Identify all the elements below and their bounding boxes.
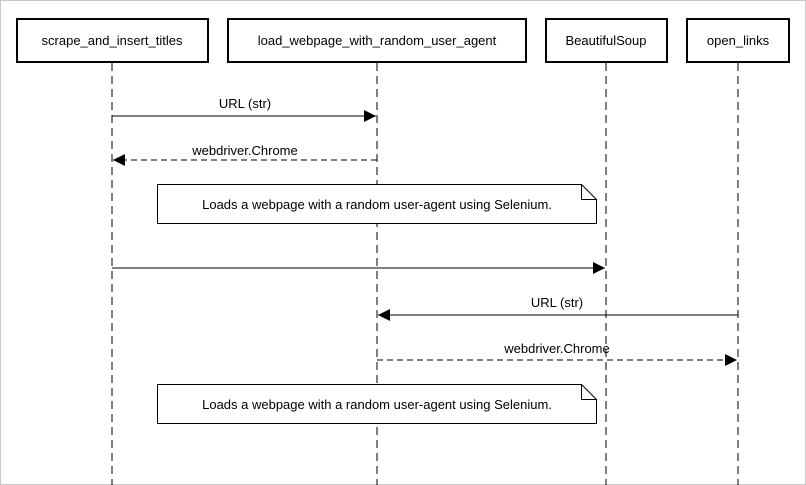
message-label: webdriver.Chrome xyxy=(503,341,610,356)
note-1: Loads a webpage with a random user-agent… xyxy=(157,184,597,224)
note-text: Loads a webpage with a random user-agent… xyxy=(202,197,552,212)
message-label: URL (str) xyxy=(531,295,583,310)
message-label: webdriver.Chrome xyxy=(191,143,298,158)
participant-load: load_webpage_with_random_user_agent xyxy=(227,18,527,63)
note-text: Loads a webpage with a random user-agent… xyxy=(202,397,552,412)
participant-open-links: open_links xyxy=(686,18,790,63)
participant-label: BeautifulSoup xyxy=(566,33,647,48)
note-2: Loads a webpage with a random user-agent… xyxy=(157,384,597,424)
participant-label: open_links xyxy=(707,33,770,48)
message-label: URL (str) xyxy=(219,96,271,111)
message-url-from-open-links: URL (str) xyxy=(378,295,738,321)
message-url-to-load: URL (str) xyxy=(112,96,376,122)
participant-label: load_webpage_with_random_user_agent xyxy=(258,33,497,48)
message-webdriver-return: webdriver.Chrome xyxy=(113,143,377,166)
message-webdriver-to-open-links: webdriver.Chrome xyxy=(377,341,737,366)
participant-label: scrape_and_insert_titles xyxy=(42,33,183,48)
participant-scrape: scrape_and_insert_titles xyxy=(16,18,209,63)
participant-beautifulsoup: BeautifulSoup xyxy=(545,18,668,63)
